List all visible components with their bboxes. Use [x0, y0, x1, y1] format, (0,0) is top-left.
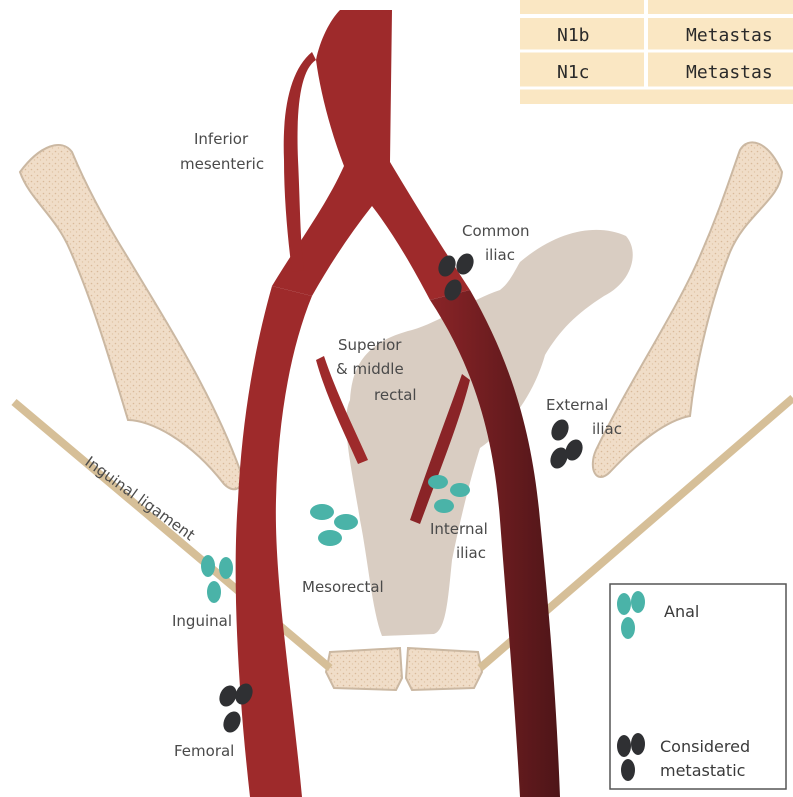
label-internal-iliac-2: iliac [456, 544, 486, 562]
legend: Anal Considered metastatic [610, 584, 786, 789]
external-iliac-nodes [547, 417, 586, 472]
pubic-symphysis-right [406, 648, 482, 690]
staging-table: N1b Metastas N1c Metastas [520, 0, 793, 104]
label-inguinal-ligament: Inguinal ligament [82, 453, 199, 545]
label-femoral: Femoral [174, 742, 234, 760]
legend-metastatic-label-1: Considered [660, 737, 750, 756]
label-superior-middle-rectal-2: & middle [336, 360, 404, 378]
label-inferior-mesenteric-1: Inferior [194, 130, 249, 148]
label-mesorectal: Mesorectal [302, 578, 384, 596]
label-external-iliac-2: iliac [592, 420, 622, 438]
label-superior-middle-rectal-3: rectal [374, 386, 417, 404]
label-external-iliac-1: External [546, 396, 608, 414]
label-inguinal: Inguinal [172, 612, 232, 630]
label-internal-iliac-1: Internal [430, 520, 488, 538]
table-cell-desc: Metastas [686, 62, 773, 83]
mesorectal-nodes [310, 504, 358, 546]
pubic-symphysis-left [326, 648, 402, 690]
label-superior-middle-rectal-1: Superior [338, 336, 402, 354]
legend-anal-label: Anal [664, 602, 699, 621]
table-cell-desc: Metastas [686, 25, 773, 46]
label-inferior-mesenteric-2: mesenteric [180, 155, 264, 173]
legend-metastatic-label-2: metastatic [660, 761, 745, 780]
label-common-iliac-1: Common [462, 222, 530, 240]
table-cell-code: N1b [557, 25, 590, 46]
table-cell-code: N1c [557, 62, 590, 83]
label-common-iliac-2: iliac [485, 246, 515, 264]
left-common-iliac-artery [236, 286, 312, 797]
